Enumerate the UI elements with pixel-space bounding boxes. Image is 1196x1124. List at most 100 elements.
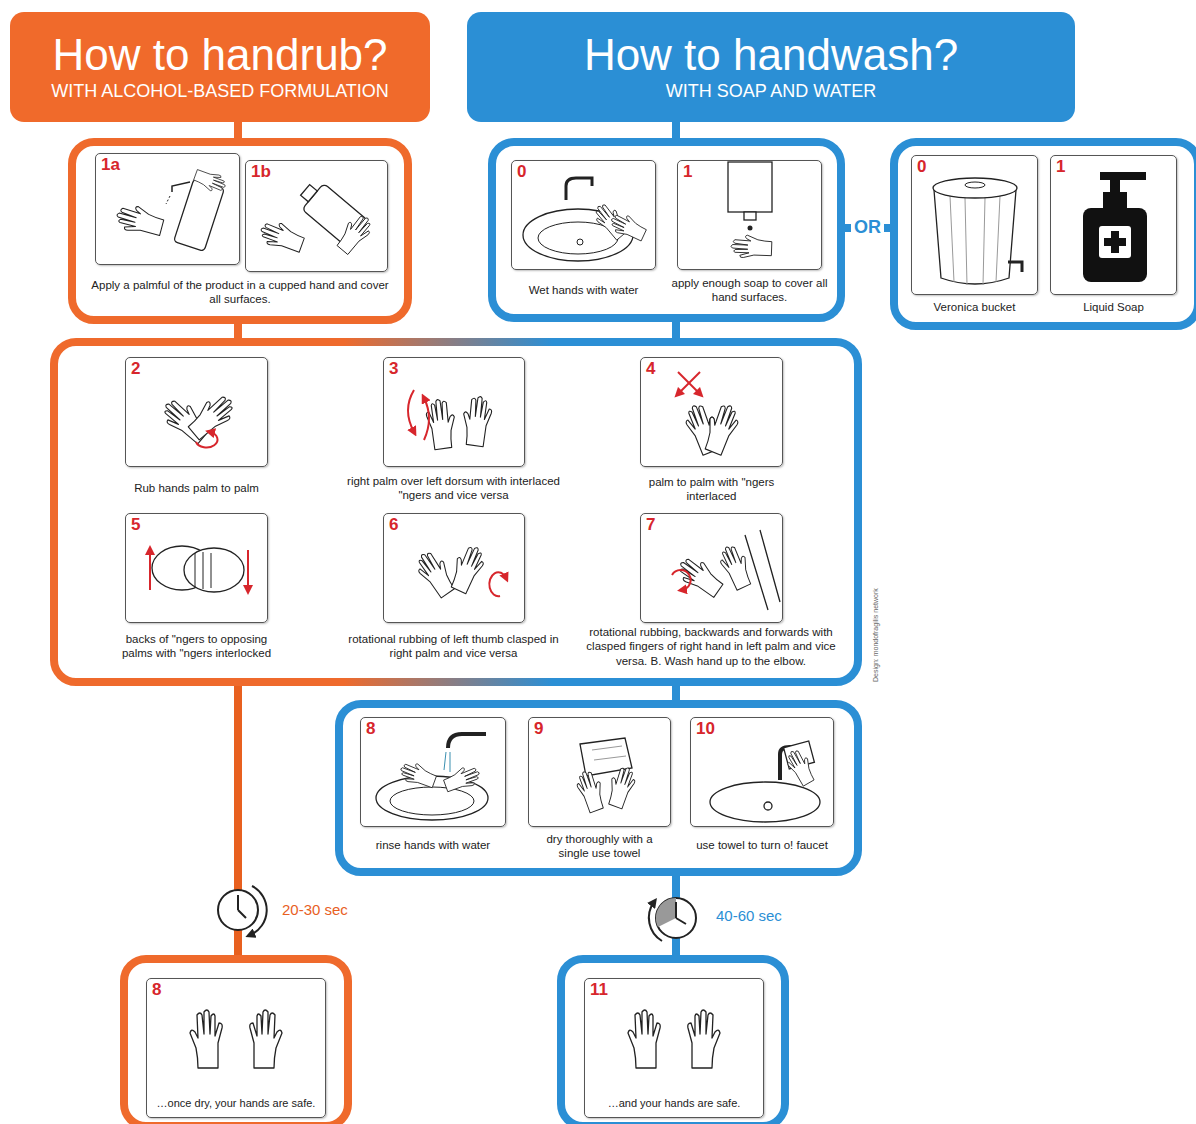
step-card: 10use towel to turn o! faucet (690, 717, 834, 827)
step-card: 9dry thoroughly with a single use towel (528, 717, 671, 827)
motion-arrow (678, 372, 700, 394)
soap-drop (748, 226, 753, 231)
sanitizer-bottle (174, 179, 225, 252)
hand (114, 202, 165, 239)
step-card: 7rotational rubbing, backwards and forwa… (640, 513, 783, 623)
sink-basin (710, 782, 820, 822)
hand (333, 211, 376, 257)
banner-subtitle: WITH ALCOHOL-BASED FORMULATION (51, 81, 389, 103)
step-group: 11…and your hands are safe. (557, 955, 789, 1124)
fist (184, 548, 244, 592)
towel-folds (592, 746, 626, 760)
timer-hands (676, 902, 686, 924)
hand (412, 547, 460, 600)
gradient-outline (54, 342, 858, 682)
hand (603, 764, 638, 810)
step-card: 11…and your hands are safe. (584, 978, 764, 1118)
timer-icon (218, 890, 258, 930)
faucet (566, 178, 592, 200)
soap-bottle (1083, 208, 1147, 282)
step-caption: apply enough soap to cover all hand surf… (664, 276, 835, 305)
banner-heading: How to handwash? (584, 31, 958, 79)
step-number: 1 (1056, 158, 1065, 177)
step-caption: …and your hands are safe. (589, 1097, 759, 1111)
hand (699, 401, 743, 457)
step-card: 4palm to palm with "ngers interlaced (640, 357, 783, 467)
drain (764, 802, 772, 810)
step-caption: Rub hands palm to palm (106, 481, 287, 495)
timer-arrow (649, 902, 662, 941)
step-caption: Veronica bucket (904, 300, 1045, 314)
motion-arrow (196, 432, 217, 448)
step-card: 5backs of "ngers to opposing palms with … (125, 513, 268, 623)
banner-heading: How to handrub? (52, 31, 387, 79)
step-group: Apply a palmful of the product in a cupp… (68, 138, 412, 324)
timer-icon (656, 898, 696, 938)
step-group: 2Rub hands palm to palm 3right palm over … (50, 338, 862, 686)
cross-mark (1104, 238, 1126, 246)
bucket-body (934, 190, 1016, 284)
step-number: 6 (389, 516, 398, 535)
hand (573, 768, 608, 814)
lid-knob (965, 182, 985, 188)
faucet (448, 734, 486, 748)
water-stream (444, 752, 450, 772)
timer-hands (238, 895, 246, 918)
step-number: 10 (696, 720, 715, 739)
hand (442, 763, 483, 794)
bucket-ribs (950, 196, 1000, 285)
step-caption: dry thoroughly with a single use towel (534, 832, 665, 861)
bucket-tap (1008, 262, 1022, 272)
motion-arrow (678, 372, 700, 394)
hand (184, 390, 239, 443)
sink-bowl (390, 787, 474, 815)
step-card: 1apply enough soap to cover all hand sur… (677, 160, 822, 270)
timer-sector (656, 898, 676, 927)
hand (460, 395, 494, 448)
hand (257, 218, 306, 256)
step-number: 1b (251, 163, 271, 182)
step-number: 1 (683, 163, 692, 182)
edge-label: 40-60 sec (716, 908, 782, 925)
motion-arrow (149, 550, 151, 590)
step-caption: rinse hands with water (348, 838, 518, 852)
step-caption: backs of "ngers to opposing palms with "… (111, 632, 282, 661)
hand (674, 552, 727, 600)
dispenser-spout (744, 212, 756, 220)
step-caption: Apply a palmful of the product in a cupp… (88, 278, 392, 307)
hand (607, 210, 648, 243)
knuckle-lines (195, 552, 211, 589)
edge-label: 20-30 sec (282, 902, 348, 919)
forearm (745, 530, 780, 610)
hand (424, 398, 458, 451)
step-card: 1Liquid Soap (1050, 155, 1177, 295)
bottle-cap (301, 185, 318, 202)
step-number: 5 (131, 516, 140, 535)
hand (190, 1010, 222, 1068)
bottle-label (1099, 226, 1131, 258)
step-group: 0Veronica bucket1Liquid Soap (890, 138, 1196, 330)
step-caption: rotational rubbing of left thumb clasped… (346, 632, 561, 661)
hand (250, 1010, 282, 1068)
designer-credit: Design: mondofragilis network (872, 588, 879, 682)
step-number: 8 (366, 720, 375, 739)
pump-head (1100, 172, 1146, 180)
hand (628, 1010, 660, 1068)
step-number: 2 (131, 360, 140, 379)
step-card: 3right palm over left dorsum with interl… (383, 357, 525, 467)
drain (577, 239, 583, 245)
hand (445, 542, 488, 595)
motion-arrow (489, 572, 506, 596)
step-card: 0Wet hands with water (511, 160, 656, 270)
motion-arrow (424, 398, 429, 440)
hand (783, 746, 818, 787)
step-number: 8 (152, 981, 161, 1000)
timer-arrow (250, 886, 267, 935)
hand (688, 1010, 720, 1068)
step-card: 8…once dry, your hands are safe. (146, 978, 326, 1118)
step-caption: use towel to turn o! faucet (677, 838, 847, 852)
step-card: 0Veronica bucket (911, 155, 1038, 295)
hand (731, 235, 772, 259)
step-number: 4 (646, 360, 655, 379)
